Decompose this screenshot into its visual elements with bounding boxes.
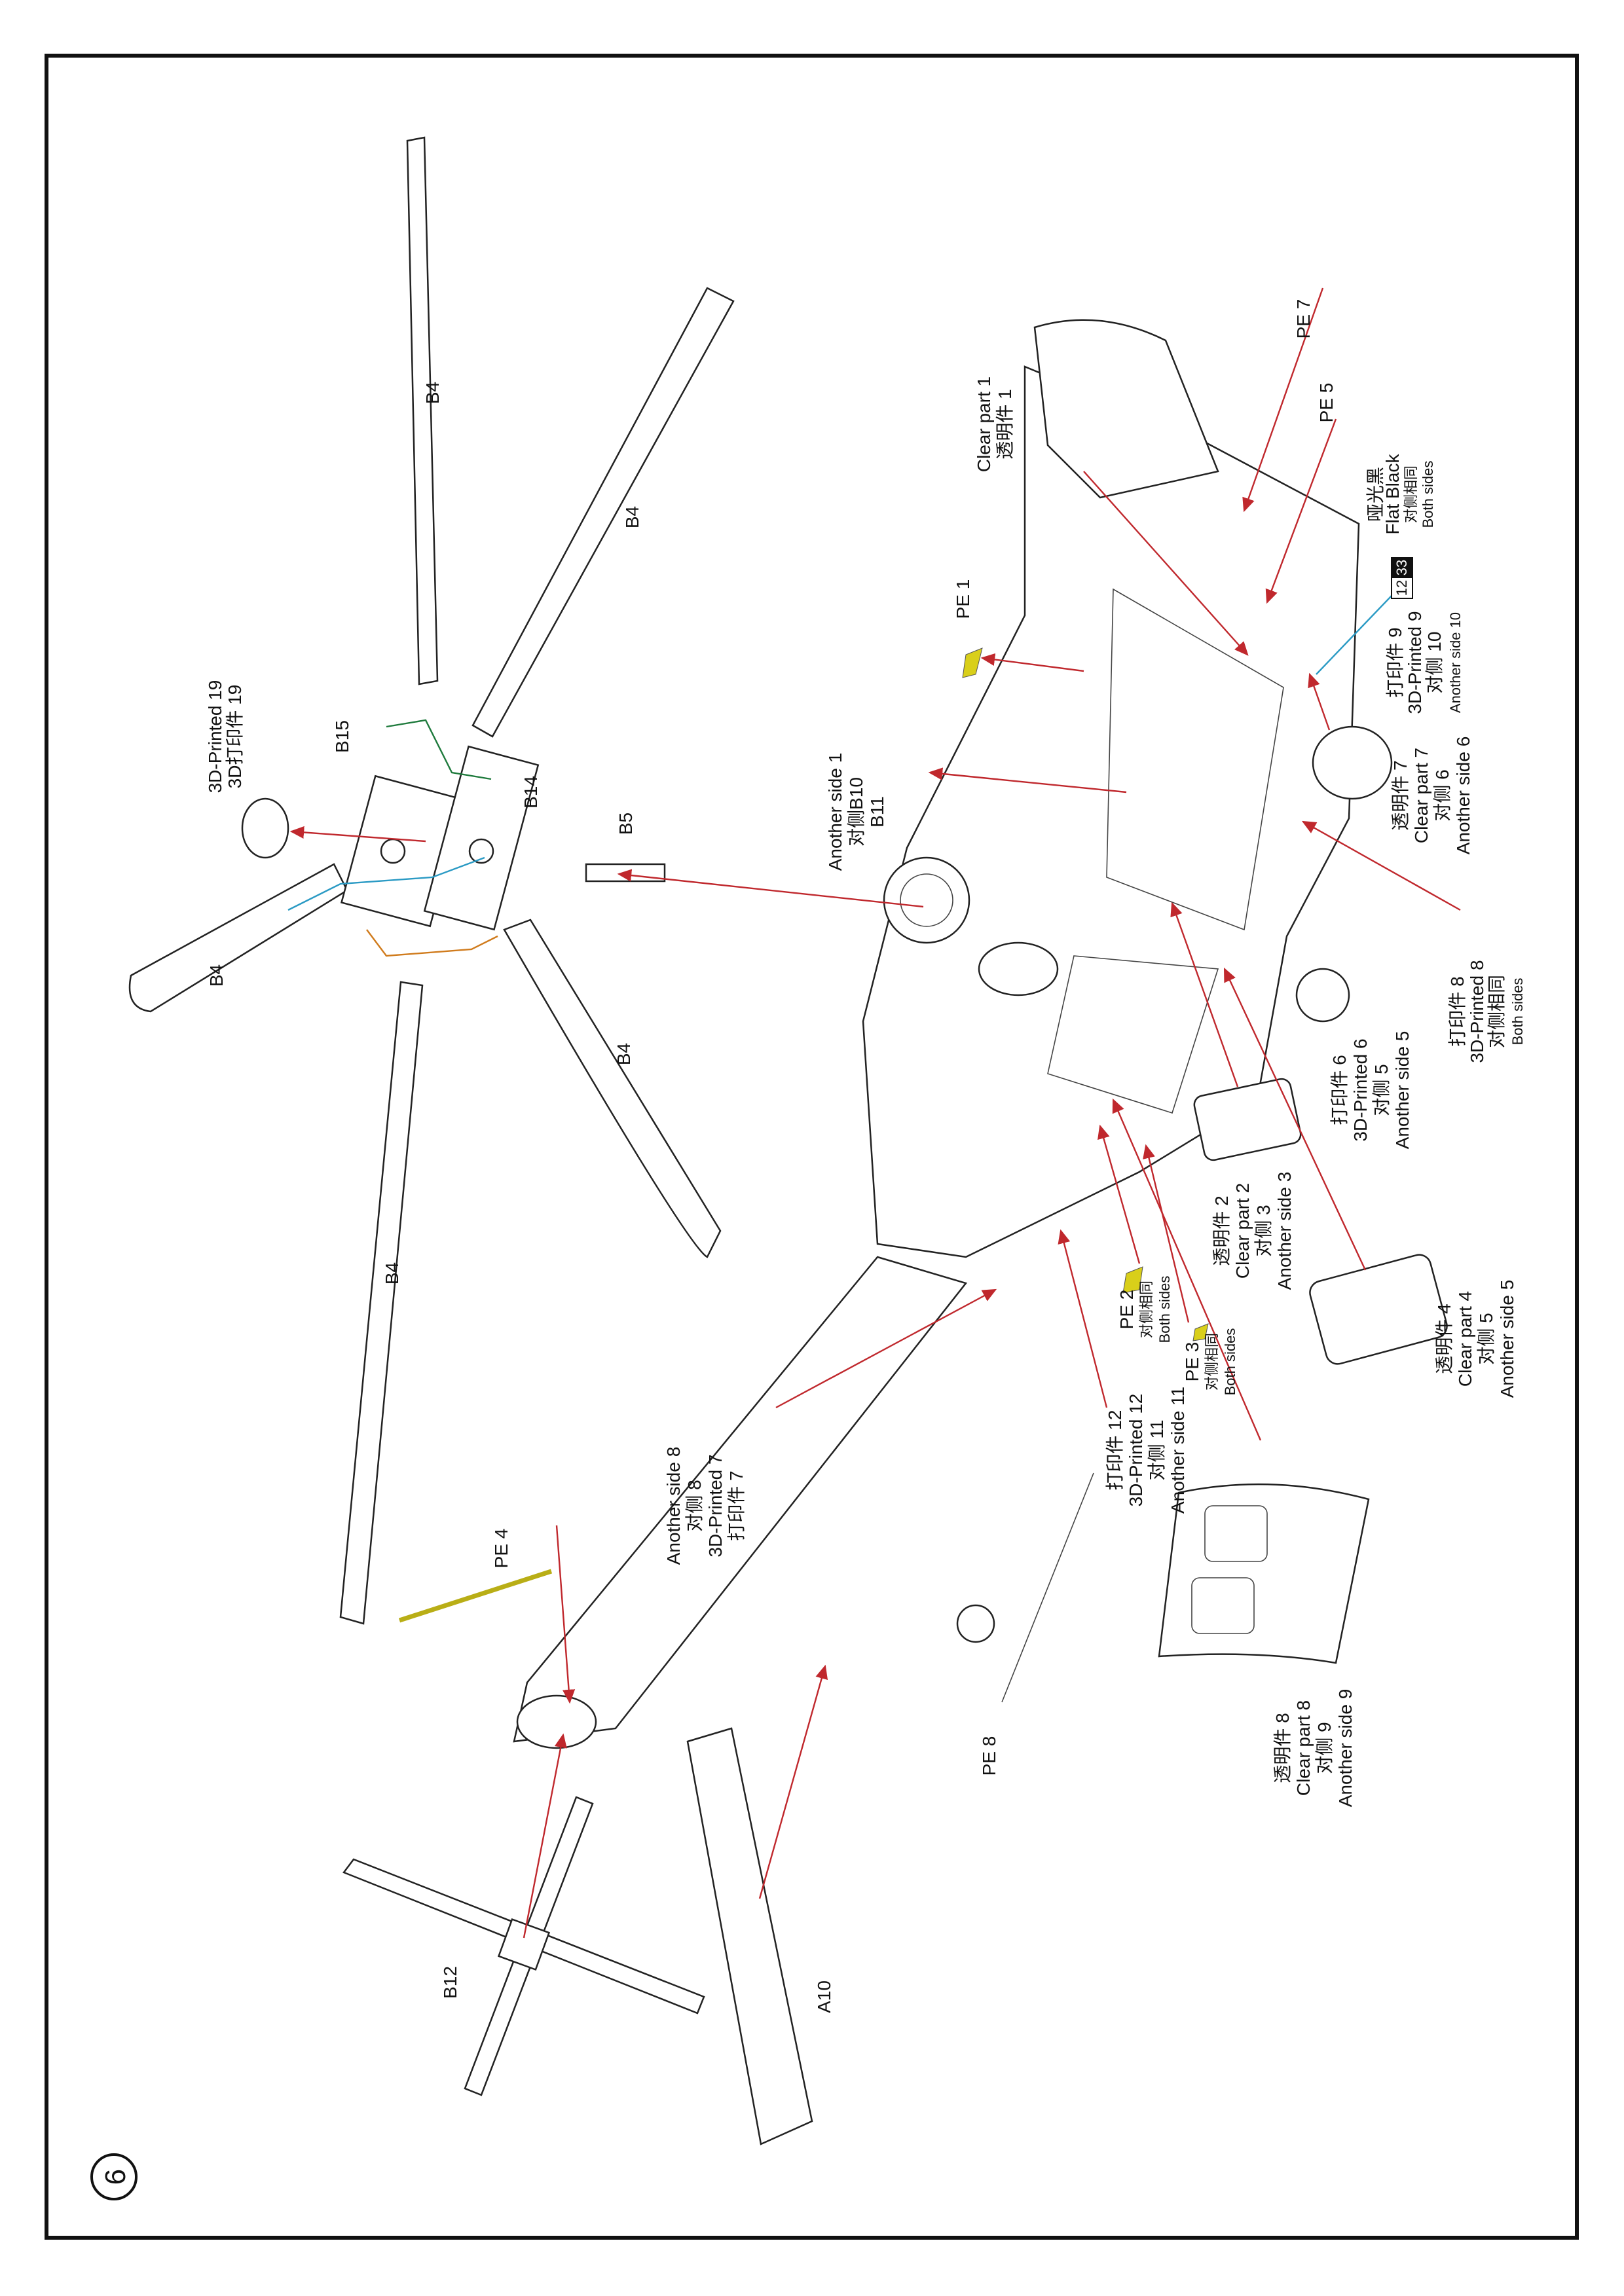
label-flatblack-line-4: Both sides bbox=[1420, 461, 1436, 528]
label-clear1-line-2: 透明件 1 bbox=[995, 389, 1015, 459]
label-another1-line-1: Another side 1 bbox=[825, 753, 845, 871]
label-b4-bottom-line-1: B4 bbox=[382, 1262, 402, 1285]
tail-wheel bbox=[956, 1604, 995, 1643]
label-printed8-line-4: Both sides bbox=[1509, 978, 1526, 1046]
label-pe2-line-1: PE 2 bbox=[1116, 1290, 1137, 1330]
paint-code-12: 12 bbox=[1393, 580, 1410, 596]
label-pe8-line-1: PE 8 bbox=[979, 1736, 999, 1776]
pe-4-rod bbox=[398, 1569, 553, 1623]
label-clear7-line-1: 透明件 7 bbox=[1390, 760, 1411, 830]
label-clear7-line-2: Clear part 7 bbox=[1411, 748, 1431, 843]
label-printed8-line-1: 打印件 8 bbox=[1447, 976, 1467, 1046]
label-printed12-line-4: Another side 11 bbox=[1168, 1387, 1188, 1514]
label-another1-line-3: B11 bbox=[867, 796, 887, 828]
label-flatblack-line-1: 哑光黑 bbox=[1365, 467, 1386, 522]
label-printed6-line-1: 打印件 6 bbox=[1329, 1055, 1350, 1125]
pe-1-part bbox=[962, 647, 983, 678]
step-number-circle bbox=[90, 2153, 138, 2200]
label-clear4-line-2: Clear part 4 bbox=[1455, 1291, 1475, 1387]
label-b4-left-line-1: B4 bbox=[206, 964, 227, 987]
label-pe1-line-1: PE 1 bbox=[953, 579, 973, 619]
fuselage bbox=[513, 365, 1360, 2145]
label-printed12-line-2: 3D-Printed 12 bbox=[1126, 1394, 1146, 1507]
label-printed9-line-1: 打印件 9 bbox=[1385, 627, 1405, 697]
label-clear2-line-3: 对侧 3 bbox=[1253, 1205, 1274, 1256]
label-clear2-line-2: Clear part 2 bbox=[1232, 1183, 1253, 1279]
label-pe2-line-3: Both sides bbox=[1156, 1276, 1173, 1343]
label-clear1-line-1: Clear part 1 bbox=[974, 376, 994, 472]
label-b4-top-line-1: B4 bbox=[422, 382, 443, 404]
label-printed6-line-4: Another side 5 bbox=[1392, 1031, 1412, 1150]
tail-rotor bbox=[342, 1796, 705, 2096]
rotor-shaft-b5 bbox=[585, 863, 666, 883]
label-clear8-line-4: Another side 9 bbox=[1335, 1689, 1356, 1808]
label-flatblack-line-3: 对侧相同 bbox=[1403, 465, 1419, 523]
label-b14-line-1: B14 bbox=[521, 776, 541, 809]
stabilizer-a10 bbox=[686, 1727, 813, 2145]
main-wheel bbox=[1295, 968, 1350, 1023]
label-printed19-line-2: 3D打印件 19 bbox=[225, 685, 245, 789]
label-printed7-line-2: 对侧 8 bbox=[684, 1480, 705, 1531]
label-another1-line-2: 对侧B10 bbox=[846, 777, 866, 847]
label-printed7-line-3: 3D-Printed 7 bbox=[705, 1454, 726, 1557]
label-pe4-line-1: PE 4 bbox=[491, 1529, 511, 1569]
label-b12-line-1: B12 bbox=[440, 1966, 460, 1999]
label-b4-upper-right-line-1: B4 bbox=[622, 506, 642, 528]
label-printed8-line-2: 3D-Printed 8 bbox=[1467, 960, 1487, 1063]
clear-parts bbox=[398, 319, 1448, 1703]
label-b5-line-1: B5 bbox=[616, 812, 636, 835]
paint-code-chip: 33 12 bbox=[1391, 557, 1413, 599]
label-printed9-line-3: 对侧 10 bbox=[1424, 632, 1445, 694]
engine-intake bbox=[883, 856, 970, 944]
label-pe3-line-3: Both sides bbox=[1222, 1328, 1238, 1396]
label-printed12-line-3: 对侧 11 bbox=[1147, 1420, 1167, 1481]
label-clear2-line-4: Another side 3 bbox=[1274, 1172, 1295, 1290]
label-b4-lower-right-line-1: B4 bbox=[614, 1043, 634, 1065]
label-b15-line-1: B15 bbox=[332, 720, 352, 753]
label-pe3-line-2: 对侧相同 bbox=[1204, 1333, 1220, 1391]
label-clear7-line-3: 对侧 6 bbox=[1432, 769, 1452, 821]
pe-3-part bbox=[1192, 1323, 1209, 1341]
leader-lines bbox=[287, 287, 1461, 1939]
label-pe5-line-1: PE 5 bbox=[1316, 383, 1337, 423]
label-pe3-line-1: PE 3 bbox=[1182, 1342, 1202, 1382]
label-a10-line-1: A10 bbox=[814, 1980, 834, 2013]
main-rotor-blades bbox=[128, 136, 735, 1625]
label-printed7-line-1: Another side 8 bbox=[663, 1447, 684, 1565]
step-number: 9 bbox=[99, 2169, 131, 2185]
label-clear2-line-1: 透明件 2 bbox=[1211, 1195, 1232, 1266]
pe-8-rod bbox=[1001, 1472, 1094, 1703]
label-printed6-line-2: 3D-Printed 6 bbox=[1350, 1038, 1371, 1141]
label-printed9-line-4: Another side 10 bbox=[1447, 612, 1464, 713]
label-clear7-line-4: Another side 6 bbox=[1453, 737, 1473, 855]
label-pe2-line-2: 对侧相同 bbox=[1138, 1281, 1154, 1338]
label-clear8-line-1: 透明件 8 bbox=[1272, 1713, 1293, 1783]
cabin-door-clear-8 bbox=[1158, 1483, 1370, 1664]
label-pe7-line-1: PE 7 bbox=[1293, 299, 1314, 339]
label-clear4-line-1: 透明件 4 bbox=[1434, 1303, 1454, 1374]
label-printed9-line-2: 3D-Printed 9 bbox=[1405, 611, 1425, 714]
label-printed12-line-1: 打印件 12 bbox=[1105, 1410, 1125, 1491]
page-frame bbox=[45, 54, 1579, 2240]
label-clear8-line-2: Clear part 8 bbox=[1293, 1700, 1314, 1796]
label-printed8-line-3: 对侧相同 bbox=[1486, 975, 1507, 1048]
rotor-hub bbox=[241, 745, 666, 931]
label-clear4-line-4: Another side 5 bbox=[1497, 1280, 1517, 1398]
paint-code-33: 33 bbox=[1393, 560, 1410, 575]
label-clear4-line-3: 对侧 5 bbox=[1476, 1313, 1496, 1364]
rotor-cap bbox=[241, 797, 289, 859]
label-clear8-line-3: 对侧 9 bbox=[1314, 1722, 1335, 1774]
label-printed7-line-4: 打印件 7 bbox=[726, 1470, 747, 1540]
pe-2-part bbox=[1122, 1266, 1143, 1294]
label-printed19-line-1: 3D-Printed 19 bbox=[205, 680, 225, 793]
label-printed6-line-3: 对侧 5 bbox=[1371, 1064, 1392, 1116]
label-flatblack-line-2: Flat Black bbox=[1382, 454, 1403, 535]
